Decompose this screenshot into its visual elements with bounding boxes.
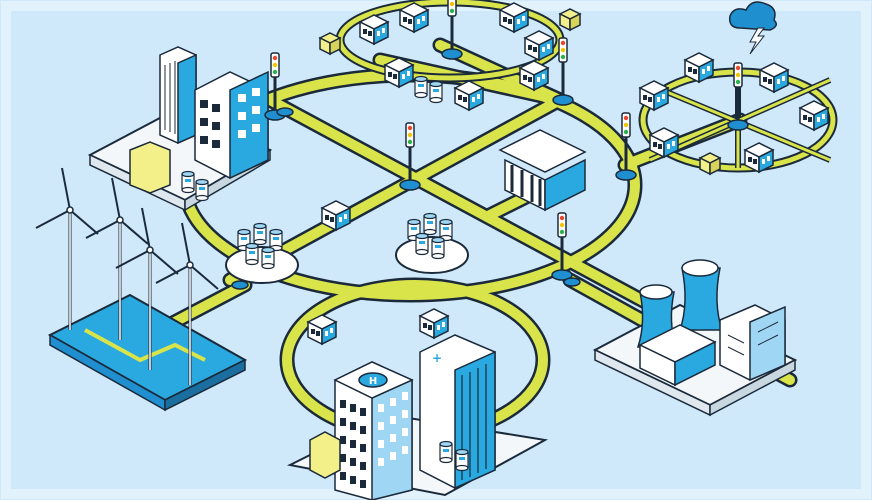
hospital-building-icon: H [358,372,388,388]
right-village [614,52,838,182]
wind-farm [34,166,248,412]
bank-building-icon [498,129,587,212]
junction-nodes [231,107,581,290]
storage-center [395,212,469,274]
industrial-complex [87,46,287,212]
hospital: H + [286,334,549,500]
power-plant [592,259,798,417]
svg-text:+: + [432,351,442,365]
cloud-lightning-icon [728,1,777,55]
top-village [319,0,581,111]
svg-text:H: H [369,376,377,387]
storage-left [225,222,299,284]
